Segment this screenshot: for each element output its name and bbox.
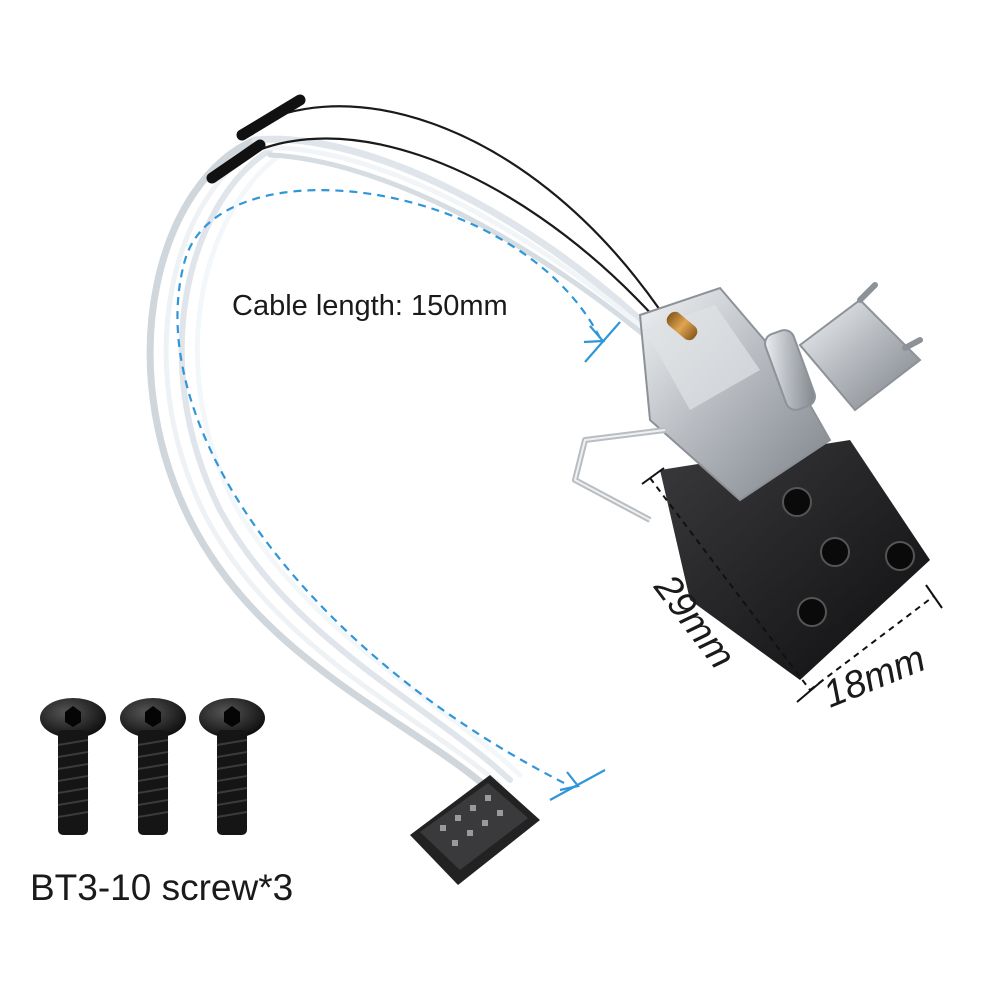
plate-dimensions	[641, 467, 943, 703]
screw-icon	[199, 698, 265, 835]
screw-icon	[40, 698, 106, 835]
board-connector	[410, 775, 540, 885]
screw-icon	[120, 698, 186, 835]
screw-set	[40, 698, 265, 835]
sensor-clip-body	[572, 282, 923, 523]
sensor-base-plate	[660, 440, 930, 680]
cable-length-label: Cable length: 150mm	[232, 290, 508, 322]
cable-length-dimension	[176, 189, 621, 801]
width-18mm-label: 18mm	[818, 638, 932, 716]
screws-label: BT3-10 screw*3	[30, 867, 293, 908]
cable-bundle	[146, 94, 662, 794]
